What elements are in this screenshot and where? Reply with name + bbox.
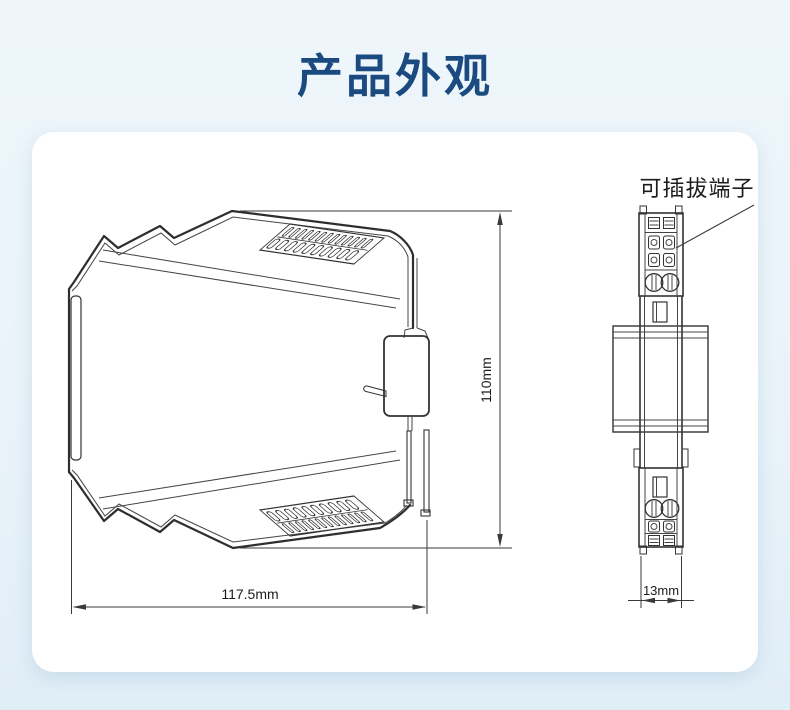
panel-line-2	[98, 260, 397, 309]
drawing-card	[32, 132, 758, 672]
panel-line-3	[102, 459, 401, 510]
front-view-drawing	[612, 205, 709, 555]
terminal-callout-label: 可插拔端子	[639, 176, 754, 201]
terminal-screw	[644, 499, 664, 518]
din-clip	[363, 258, 431, 517]
panel-line-1	[102, 249, 401, 300]
case-inner-top	[71, 216, 409, 327]
dimension-depth-label: 13mm	[643, 583, 679, 598]
terminal-screw	[660, 273, 680, 292]
vent-grille-top	[258, 223, 386, 265]
label-slot	[70, 295, 82, 461]
case-outline-bottom	[67, 470, 412, 550]
dimension-width-label: 117.5mm	[221, 586, 278, 602]
case-outline-top	[67, 209, 415, 474]
dimension-depth: 13mm	[628, 556, 694, 608]
clip-lever	[363, 385, 387, 398]
dimension-width: 117.5mm	[71, 480, 428, 614]
side-view-drawing	[67, 209, 431, 550]
dimension-height: 110mm	[240, 210, 512, 549]
terminal-screw	[660, 499, 680, 518]
dimension-height-label: 110mm	[478, 357, 494, 403]
terminal-block-bottom	[638, 467, 684, 555]
module-body	[633, 296, 689, 468]
case-inner-bottom	[71, 469, 407, 543]
din-rail	[612, 325, 709, 433]
panel-line-4	[98, 450, 397, 499]
page-title: 产品外观	[297, 50, 493, 102]
terminal-screw	[644, 273, 664, 292]
terminal-block-top	[638, 205, 684, 323]
terminal-callout: 可插拔端子	[639, 176, 755, 249]
